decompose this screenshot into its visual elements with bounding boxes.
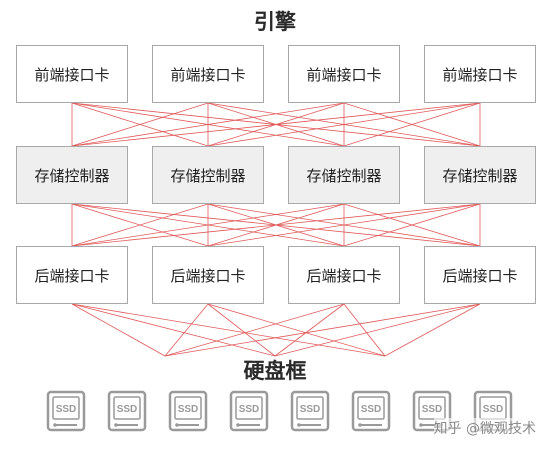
ssd-label-frame xyxy=(52,396,80,420)
ssd-label-frame xyxy=(357,396,385,420)
front-interface-card-3: 前端接口卡 xyxy=(288,45,400,103)
back-interface-card-1: 后端接口卡 xyxy=(16,246,128,304)
ssd-label: SSD xyxy=(178,404,199,415)
link-back-3-to-enclosure-3 xyxy=(343,303,386,357)
link-front-2-to-controller-1 xyxy=(71,102,209,147)
storage-controller-2: 存储控制器 xyxy=(152,146,264,204)
link-back-1-to-enclosure-2 xyxy=(71,303,276,357)
ssd-body xyxy=(107,390,147,432)
ssd-label: SSD xyxy=(239,404,260,415)
ssd-label-frame xyxy=(296,396,324,420)
link-back-2-to-enclosure-2 xyxy=(207,303,276,357)
ssd-drive-icon: SSD xyxy=(290,390,330,432)
ssd-label-frame xyxy=(174,396,202,420)
ssd-label: SSD xyxy=(422,404,443,415)
link-controller-4-to-back-3 xyxy=(343,203,481,247)
back-interface-card-2: 后端接口卡 xyxy=(152,246,264,304)
front-interface-card-2: 前端接口卡 xyxy=(152,45,264,103)
link-back-3-to-enclosure-2 xyxy=(274,303,345,357)
storage-controller-3: 存储控制器 xyxy=(288,146,400,204)
front-interface-card-4: 前端接口卡 xyxy=(424,45,536,103)
ssd-label-frame xyxy=(113,396,141,420)
link-back-3-to-enclosure-1 xyxy=(164,303,345,357)
engine-title: 引擎 xyxy=(254,10,296,34)
ssd-label: SSD xyxy=(117,404,138,415)
link-back-1-to-enclosure-1 xyxy=(71,303,166,357)
disk-enclosure-title: 硬盘框 xyxy=(243,359,307,383)
ssd-label: SSD xyxy=(483,404,504,415)
ssd-body xyxy=(351,390,391,432)
back-interface-card-3: 后端接口卡 xyxy=(288,246,400,304)
link-back-4-to-enclosure-2 xyxy=(274,303,481,357)
ssd-drive-icon: SSD xyxy=(229,390,269,432)
storage-controller-1: 存储控制器 xyxy=(16,146,128,204)
ssd-label-frame xyxy=(418,396,446,420)
link-controller-4-to-back-2 xyxy=(207,203,481,247)
link-front-4-to-controller-2 xyxy=(207,102,481,147)
ssd-label: SSD xyxy=(300,404,321,415)
ssd-label-frame xyxy=(235,396,263,420)
ssd-drive-icon: SSD xyxy=(351,390,391,432)
ssd-drive-icon: SSD xyxy=(168,390,208,432)
ssd-body xyxy=(168,390,208,432)
link-controller-4-to-back-1 xyxy=(71,203,481,247)
ssd-led xyxy=(236,423,240,427)
link-back-2-to-enclosure-3 xyxy=(207,303,386,357)
link-front-3-to-controller-1 xyxy=(71,102,345,147)
ssd-led xyxy=(114,423,118,427)
front-interface-card-1: 前端接口卡 xyxy=(16,45,128,103)
ssd-led xyxy=(297,423,301,427)
ssd-led xyxy=(175,423,179,427)
ssd-led xyxy=(419,423,423,427)
ssd-led xyxy=(53,423,57,427)
ssd-body xyxy=(46,390,86,432)
ssd-body xyxy=(290,390,330,432)
ssd-drive-icon: SSD xyxy=(107,390,147,432)
link-back-4-to-enclosure-3 xyxy=(384,303,481,357)
ssd-led xyxy=(358,423,362,427)
link-controller-2-to-back-1 xyxy=(71,203,209,247)
ssd-label: SSD xyxy=(361,404,382,415)
link-back-4-to-enclosure-1 xyxy=(164,303,481,357)
ssd-body xyxy=(229,390,269,432)
watermark: 知乎 @微观技术 xyxy=(433,418,536,438)
back-interface-card-4: 后端接口卡 xyxy=(424,246,536,304)
link-front-4-to-controller-1 xyxy=(71,102,481,147)
ssd-drive-icon: SSD xyxy=(46,390,86,432)
link-back-1-to-enclosure-3 xyxy=(71,303,386,357)
storage-controller-4: 存储控制器 xyxy=(424,146,536,204)
link-front-4-to-controller-3 xyxy=(343,102,481,147)
link-back-2-to-enclosure-1 xyxy=(164,303,209,357)
ssd-label: SSD xyxy=(56,404,77,415)
link-controller-3-to-back-1 xyxy=(71,203,345,247)
